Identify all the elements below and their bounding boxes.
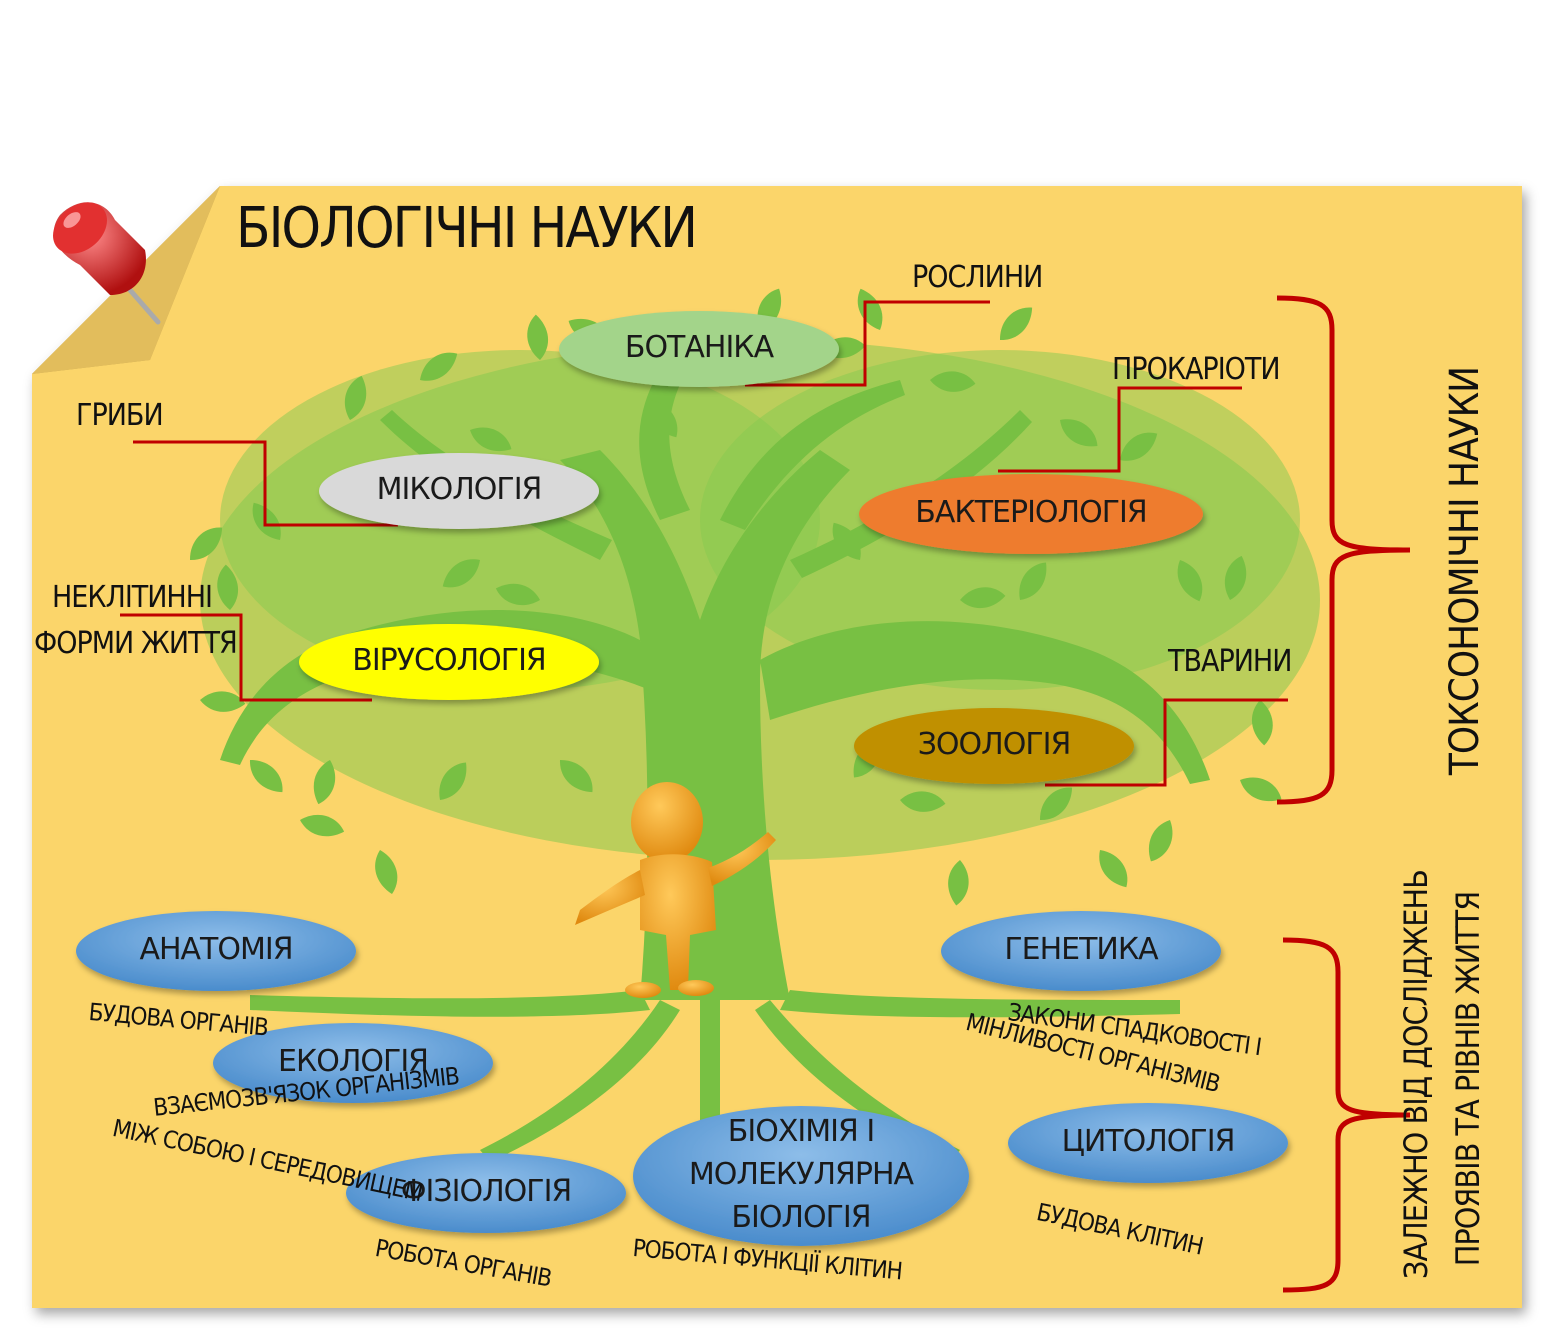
science-anatomiya: АНАТОМІЯ [139, 932, 293, 967]
label-hryby: ГРИБИ [76, 398, 164, 433]
oval-virusolohiya [299, 624, 599, 700]
connector-lines [120, 300, 1288, 787]
oval-bakteriolohiya [859, 474, 1203, 554]
science-biokhimiya-3: БІОЛОГІЯ [731, 1200, 871, 1235]
label-formy-zhyttya: ФОРМИ ЖИТТЯ [34, 626, 238, 661]
science-mikolohiya: МІКОЛОГІЯ [376, 472, 543, 507]
science-henetyka: ГЕНЕТИКА [1004, 932, 1158, 967]
science-biokhimiya-1: БІОХІМІЯ І [727, 1114, 875, 1149]
science-ekolohiya: ЕКОЛОГІЯ [277, 1044, 429, 1079]
label-roslyny: РОСЛИНИ [912, 260, 1043, 295]
science-fiziolohiya: ФІЗІОЛОГІЯ [400, 1174, 573, 1209]
oval-ekolohiya [213, 1023, 493, 1103]
ovals-level [76, 911, 1288, 1246]
push-pin-icon [53, 202, 161, 325]
brace-taxonomic [1276, 295, 1411, 805]
side-label-taxonomic: ТОКСОНОМІЧНІ НАУКИ [1442, 366, 1488, 776]
oval-botanika [559, 311, 839, 387]
science-bakteriolohiya: БАКТЕРІОЛОГІЯ [915, 495, 1147, 530]
page-title: БІОЛОГІЧНІ НАУКИ [236, 196, 698, 261]
science-botanika: БОТАНІКА [624, 330, 774, 365]
oval-henetyka [941, 911, 1221, 991]
ovals-taxonomic [299, 311, 1203, 784]
oval-zoolohiya [854, 708, 1134, 784]
label-prokarioty: ПРОКАРІОТИ [1112, 352, 1281, 387]
science-virusolohiya: ВІРУСОЛОГІЯ [352, 643, 547, 678]
oval-fiziolohiya [346, 1153, 626, 1233]
science-biokhimiya-2: МОЛЕКУЛЯРНА [688, 1157, 914, 1192]
side-label-level-2: ПРОЯВІВ ТА РІВНІВ ЖИТТЯ [1449, 891, 1487, 1267]
brace-level [1282, 937, 1411, 1293]
oval-biokhimiya [633, 1106, 969, 1246]
science-zoolohiya: ЗООЛОГІЯ [917, 727, 1072, 762]
label-neklitynni: НЕКЛІТИННІ [52, 580, 213, 615]
science-tsytolohiya: ЦИТОЛОГІЯ [1061, 1124, 1236, 1159]
side-label-level-1: ЗАЛЕЖНО ВІД ДОСЛІДЖЕНЬ [1397, 870, 1435, 1279]
person-figure [575, 782, 776, 998]
oval-anatomiya [76, 911, 356, 991]
label-tvaryny: ТВАРИНИ [1168, 644, 1292, 679]
oval-mikolohiya [319, 453, 599, 529]
oval-tsytolohiya [1008, 1103, 1288, 1183]
